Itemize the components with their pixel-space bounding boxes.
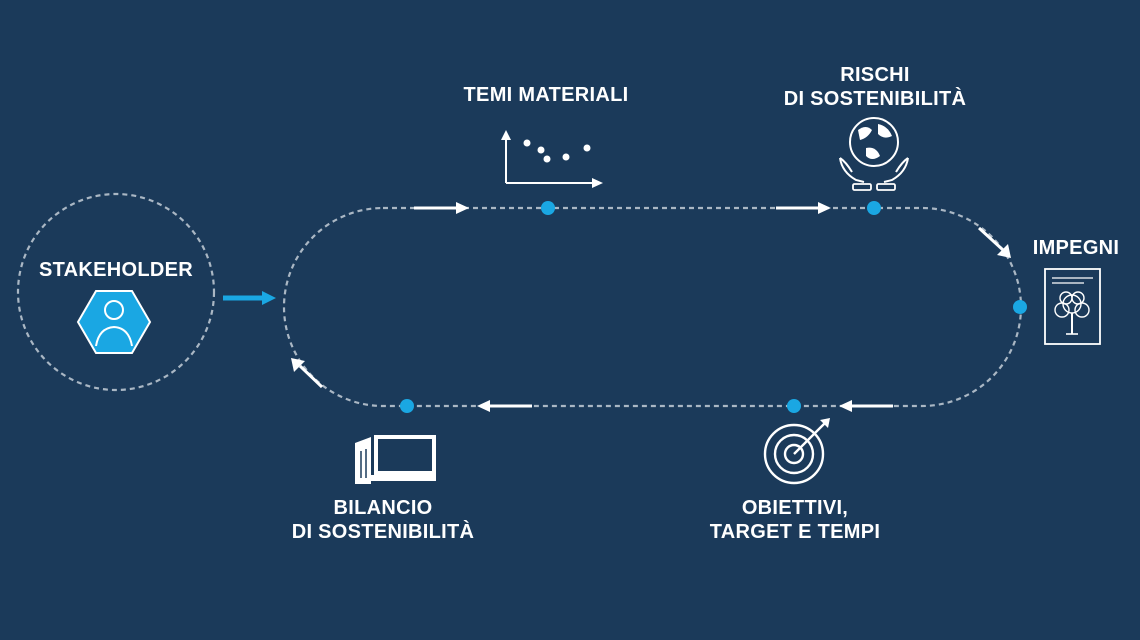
node-bilancio	[400, 399, 414, 413]
step-label-obiettivi: OBIETTIVI, TARGET E TEMPI	[680, 496, 910, 544]
step-label-rischi: RISCHI DI SOSTENIBILITÀ	[760, 63, 990, 111]
node-obiettivi	[787, 399, 801, 413]
loop-arrow-left-up	[291, 358, 324, 389]
step-label-line: OBIETTIVI,	[741, 497, 849, 519]
step-label-line: DI SOSTENIBILITÀ	[291, 521, 475, 543]
report-book-icon	[355, 435, 436, 484]
globe-hands-icon	[839, 117, 909, 191]
loop-arrow-bottom-1	[839, 400, 893, 412]
loop-arrow-bottom-2	[477, 400, 532, 412]
process-loop	[282, 206, 1023, 408]
stakeholder-label: STAKEHOLDER	[38, 259, 194, 281]
step-label-temi-materiali: TEMI MATERIALI	[426, 83, 666, 107]
step-label-line: DI SOSTENIBILITÀ	[783, 88, 967, 110]
stakeholder-entry-arrow	[223, 291, 276, 305]
step-label-impegni: IMPEGNI	[1020, 236, 1132, 260]
step-label-line: RISCHI	[840, 64, 910, 86]
tree-document-icon	[1044, 268, 1101, 345]
step-label-line: IMPEGNI	[1032, 237, 1120, 259]
loop-arrow-top-1	[414, 202, 469, 214]
node-impegni	[1013, 300, 1027, 314]
step-label-line: TARGET E TEMPI	[709, 521, 881, 543]
loop-arrow-top-2	[776, 202, 831, 214]
target-icon	[763, 418, 830, 485]
loop-arrow-right-down	[977, 226, 1011, 258]
person-hexagon-icon	[76, 290, 152, 354]
step-label-line: TEMI MATERIALI	[463, 84, 629, 106]
node-rischi	[867, 201, 881, 215]
step-label-bilancio: BILANCIO DI SOSTENIBILITÀ	[268, 496, 498, 544]
node-temi-materiali	[541, 201, 555, 215]
stakeholder-circle	[16, 192, 216, 392]
scatter-plot-icon	[501, 130, 603, 188]
step-label-line: BILANCIO	[333, 497, 433, 519]
